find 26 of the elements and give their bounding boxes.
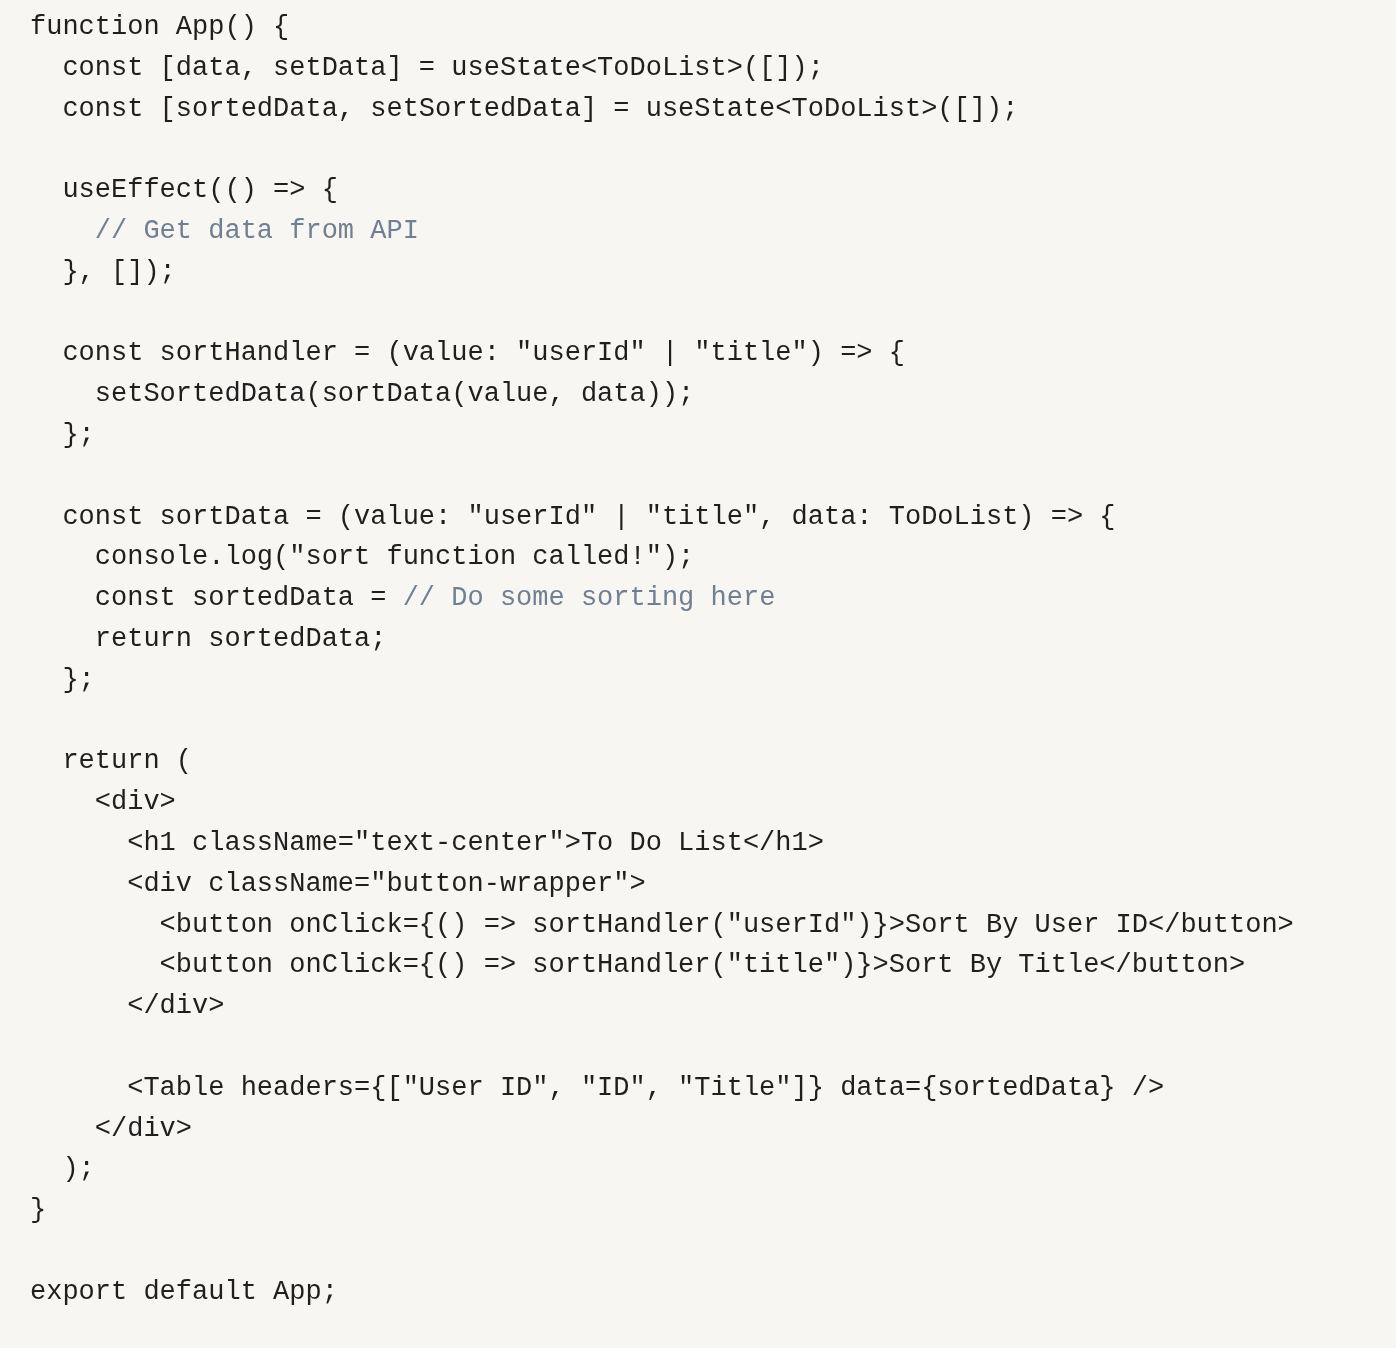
code-line: return ( — [61, 745, 193, 779]
code-line: // Get data from API — [93, 215, 419, 248]
code-line: const sortHandler = (value: "userId" | "title") => { — [61, 337, 905, 371]
code-line: ); — [61, 1153, 95, 1187]
code-line: console.log("sort function called!"); — [93, 541, 695, 575]
code-line: <h1 className="text-center">To Do List</h1> — [126, 827, 824, 860]
code-line: setSortedData(sortData(value, data)); — [93, 378, 695, 412]
code-line: } — [30, 1194, 47, 1228]
code-line: }, []); — [61, 255, 176, 289]
code-line: const [data, setData] = useState<ToDoList>([]); — [61, 51, 824, 85]
code-line: export default App; — [30, 1275, 338, 1309]
code-line: }; — [61, 419, 95, 452]
code-line: }; — [61, 663, 95, 697]
code-line: <button onClick={() => sortHandler("userId")}>Sort By User ID</button> — [158, 908, 1294, 942]
code-line: </div> — [93, 1112, 193, 1146]
code-line: <button onClick={() => sortHandler("title")}>Sort By Title</button> — [158, 949, 1246, 983]
code-line: </div> — [126, 990, 225, 1024]
code-line: <div> — [93, 786, 176, 820]
code-line: <Table headers={["User ID", "ID", "Title"]} data={sortedData} /> — [126, 1071, 1165, 1105]
code-line: const [sortedData, setSortedData] = useState<ToDoList>([]); — [61, 92, 1019, 126]
code-line: const sortData = (value: "userId" | "title", data: ToDoList) => { — [61, 500, 1116, 534]
code-line: useEffect(() => { — [61, 174, 338, 208]
code-line: return sortedData; — [93, 623, 387, 656]
code-line: function App() { — [30, 11, 290, 44]
code-line: <div className="button-wrapper"> — [126, 867, 646, 901]
code-line: const sortedData = // Do some sorting here — [93, 582, 776, 616]
